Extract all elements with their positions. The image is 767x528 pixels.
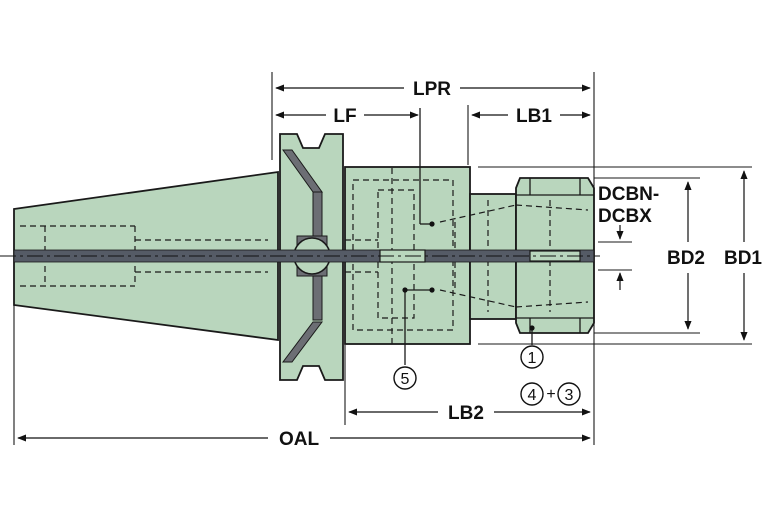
dim-label-bd2: BD2 [667,248,705,269]
dim-label-lpr: LPR [413,79,451,100]
callout-3: 3 [557,382,581,406]
extension-lines [13,72,752,445]
dim-label-lb1: LB1 [516,106,552,127]
dim-label-lb2: LB2 [448,403,484,424]
pointer-dots [402,221,535,331]
callout-1-label: 1 [528,350,537,367]
callout-5-label: 5 [401,371,410,388]
dim-label-dcbx: DCBX [598,206,652,227]
dim-label-bd1: BD1 [724,248,762,269]
callout-3-label: 3 [565,387,574,404]
callout-1: 1 [520,345,544,369]
callout-4: 4 [520,382,544,406]
dim-label-lf: LF [333,106,356,127]
callout-4-label: 4 [528,387,537,404]
nut-details [516,178,594,333]
internal-pointers [404,108,533,365]
dim-label-oal: OAL [279,429,320,450]
dim-label-dcbn: DCBN- [598,184,659,205]
callout-plus: + [546,386,555,403]
dimension-lines [17,84,748,442]
callout-5: 5 [393,366,417,390]
